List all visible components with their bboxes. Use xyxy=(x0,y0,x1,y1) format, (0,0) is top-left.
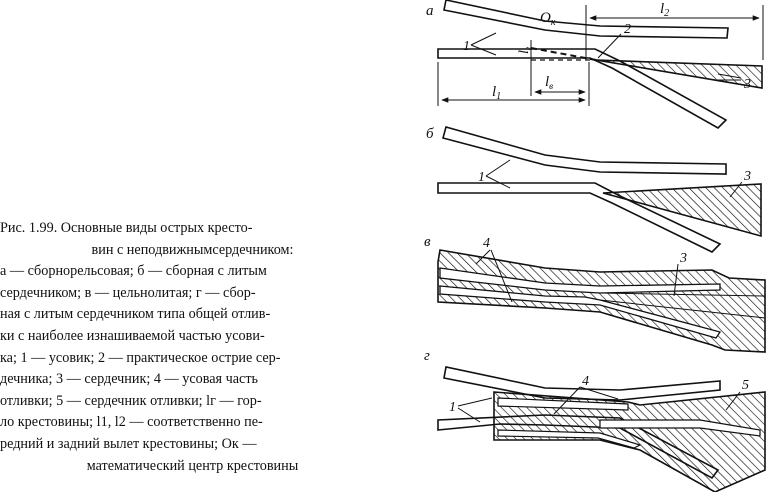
caption-line-2: вин с неподвижнымсердечником: xyxy=(91,241,294,258)
c-core-edge-lower xyxy=(599,299,766,319)
b-leader-3 xyxy=(729,181,743,198)
caption-line-11: редний и задний вылет крестовины; Oк — xyxy=(0,435,257,452)
caption-line-10: ло крестовины; l1, l2 — соответственно п… xyxy=(0,414,263,431)
panel-b-label: б xyxy=(426,126,434,142)
caption-line-3: а — сборнорельсовая; б — сборная с литым xyxy=(0,263,267,280)
caption-line-4: сердечником; в — цельнолитая; г — сбор- xyxy=(0,284,256,301)
d-num-4: 4 xyxy=(582,374,589,389)
panel-d-label: г xyxy=(424,348,430,364)
caption-line-5: ная с литым сердечником типа общей отлив… xyxy=(0,306,271,323)
panel-a: а l2 Oк l1 lв lг 1 2 3 xyxy=(426,0,764,129)
wing-rail-lower xyxy=(437,48,728,129)
c-leader-4b xyxy=(490,249,513,303)
b-num-1: 1 xyxy=(478,170,485,185)
c-num-4: 4 xyxy=(483,236,490,251)
center-label: Oк xyxy=(540,10,556,28)
b-frog-core xyxy=(602,183,762,238)
panel-d: г 1 4 5 xyxy=(424,348,766,492)
a-num-2: 2 xyxy=(624,22,631,37)
figure-caption: Рис. 1.99. Основные виды острых кресто- … xyxy=(0,218,385,477)
lv-label: lв xyxy=(545,74,553,91)
panel-c-label: в xyxy=(424,234,431,250)
panel-c: в 4 3 xyxy=(424,234,766,353)
d-num-1: 1 xyxy=(449,400,456,415)
c-flangeway-upper xyxy=(439,267,721,294)
a-leader-2 xyxy=(597,33,622,59)
b-leader-1a xyxy=(485,159,511,177)
c-leader-4a xyxy=(475,249,491,265)
a-num-1: 1 xyxy=(463,39,470,54)
caption-line-8: дечника; 3 — сердечник; 4 — усовая часть xyxy=(0,371,258,388)
a-leader-1b xyxy=(470,44,497,56)
caption-line-6: ки с наиболее изнашиваемой частью усови- xyxy=(0,327,265,344)
caption-line-9: отливки; 5 — сердечник отливки; lг — гор… xyxy=(0,392,262,409)
b-wing-rail-lower xyxy=(437,182,722,253)
lg-label: lг xyxy=(517,46,533,54)
wing-rail-upper xyxy=(443,0,729,39)
d-num-5: 5 xyxy=(742,378,749,393)
d-flangeway-core xyxy=(599,419,761,437)
l1-label: l1 xyxy=(492,84,501,102)
d-leader-5 xyxy=(725,391,741,411)
a-leader-1a xyxy=(470,32,497,46)
b-num-3: 3 xyxy=(743,169,751,184)
c-core-edge-upper xyxy=(599,292,766,297)
d-leader-4b xyxy=(579,386,619,400)
c-flangeway-lower xyxy=(439,285,722,339)
frog-core xyxy=(595,59,763,89)
d-leader-4a xyxy=(553,386,581,415)
caption-line-12: математический центр крестовины xyxy=(86,457,299,474)
c-num-3: 3 xyxy=(679,251,687,266)
d-leader-1b xyxy=(457,407,481,423)
throat-dash-upper xyxy=(530,47,597,61)
caption-line-7: ка; 1 — усовик; 2 — практическое острие … xyxy=(0,349,281,366)
d-leader-1a xyxy=(457,397,493,407)
c-leader-3 xyxy=(673,263,679,297)
l2-label: l2 xyxy=(660,1,669,19)
panel-a-label: а xyxy=(426,3,434,19)
panel-b: б 1 3 xyxy=(426,126,762,253)
b-leader-1b xyxy=(485,175,511,189)
a-leader-3a xyxy=(717,73,742,79)
d-flangeway-lower xyxy=(497,429,642,449)
caption-line-1: Рис. 1.99. Основные виды острых кресто- xyxy=(0,220,253,236)
a-num-3: 3 xyxy=(743,77,751,92)
b-wing-rail-upper xyxy=(442,126,727,175)
